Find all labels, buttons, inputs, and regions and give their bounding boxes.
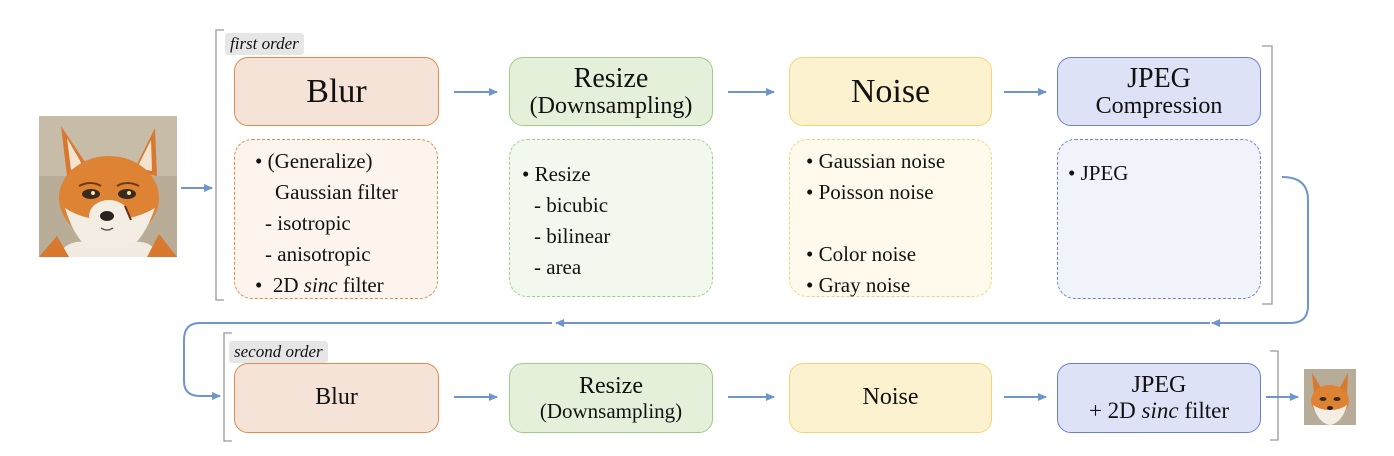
blur-detail-item: • (Generalize) [255, 149, 373, 173]
blur-title: Blur [306, 72, 367, 110]
resize-detail-item: - bicubic [534, 193, 609, 217]
first-order-noise-box: Noise [789, 57, 992, 126]
jpeg-detail-box: • JPEG [1057, 139, 1261, 299]
noise-detail-item [806, 208, 991, 239]
fox-portrait-icon [39, 116, 177, 257]
jpeg-subtitle: + 2D sinc filter [1088, 397, 1230, 423]
first-order-jpeg-box: JPEG Compression [1057, 57, 1261, 126]
jpeg-detail-item: • JPEG [1068, 161, 1129, 185]
noise-title: Noise [850, 72, 931, 110]
second-order-resize-box: Resize (Downsampling) [509, 363, 713, 433]
blur-detail-item: Gaussian filter [275, 180, 399, 204]
blur-detail-item: - isotropic [265, 211, 351, 235]
second-order-jpeg-box: JPEG + 2D sinc filter [1057, 363, 1261, 433]
jpeg-subtitle: Compression [1095, 92, 1223, 119]
jpeg-title: JPEG [1131, 372, 1187, 399]
resize-subtitle: (Downsampling) [529, 92, 693, 119]
noise-detail-item: • Gaussian noise [806, 149, 946, 173]
blur-title: Blur [315, 384, 358, 411]
output-fox-image [1304, 369, 1356, 425]
noise-detail-item: • Gray noise [806, 273, 911, 297]
blur-detail-item: • 2D sinc filter [255, 273, 384, 297]
blur-detail-box: • (Generalize) Gaussian filter - isotrop… [234, 139, 438, 299]
small-fox-portrait-icon [1304, 369, 1356, 425]
first-order-resize-box: Resize (Downsampling) [509, 57, 713, 126]
first-order-blur-box: Blur [234, 57, 439, 126]
noise-detail-item: • Poisson noise [806, 180, 934, 204]
resize-detail-item: - bilinear [534, 224, 611, 248]
noise-title: Noise [862, 384, 919, 411]
resize-detail-item: • Resize [522, 162, 591, 186]
second-order-blur-box: Blur [234, 363, 439, 433]
input-fox-image [39, 116, 177, 257]
resize-detail-item: - area [534, 255, 582, 279]
resize-detail-box: • Resize - bicubic - bilinear - area [509, 139, 713, 297]
resize-subtitle: (Downsampling) [539, 398, 683, 423]
noise-detail-item: • Color noise [806, 242, 917, 266]
resize-title: Resize [573, 63, 649, 95]
resize-title: Resize [579, 373, 643, 400]
jpeg-title: JPEG [1127, 63, 1191, 95]
second-order-noise-box: Noise [789, 363, 992, 433]
second-order-label: second order [229, 341, 328, 363]
noise-detail-box: • Gaussian noise • Poisson noise • Color… [789, 139, 992, 297]
blur-detail-item: - anisotropic [265, 242, 371, 266]
first-order-label: first order [225, 33, 304, 55]
